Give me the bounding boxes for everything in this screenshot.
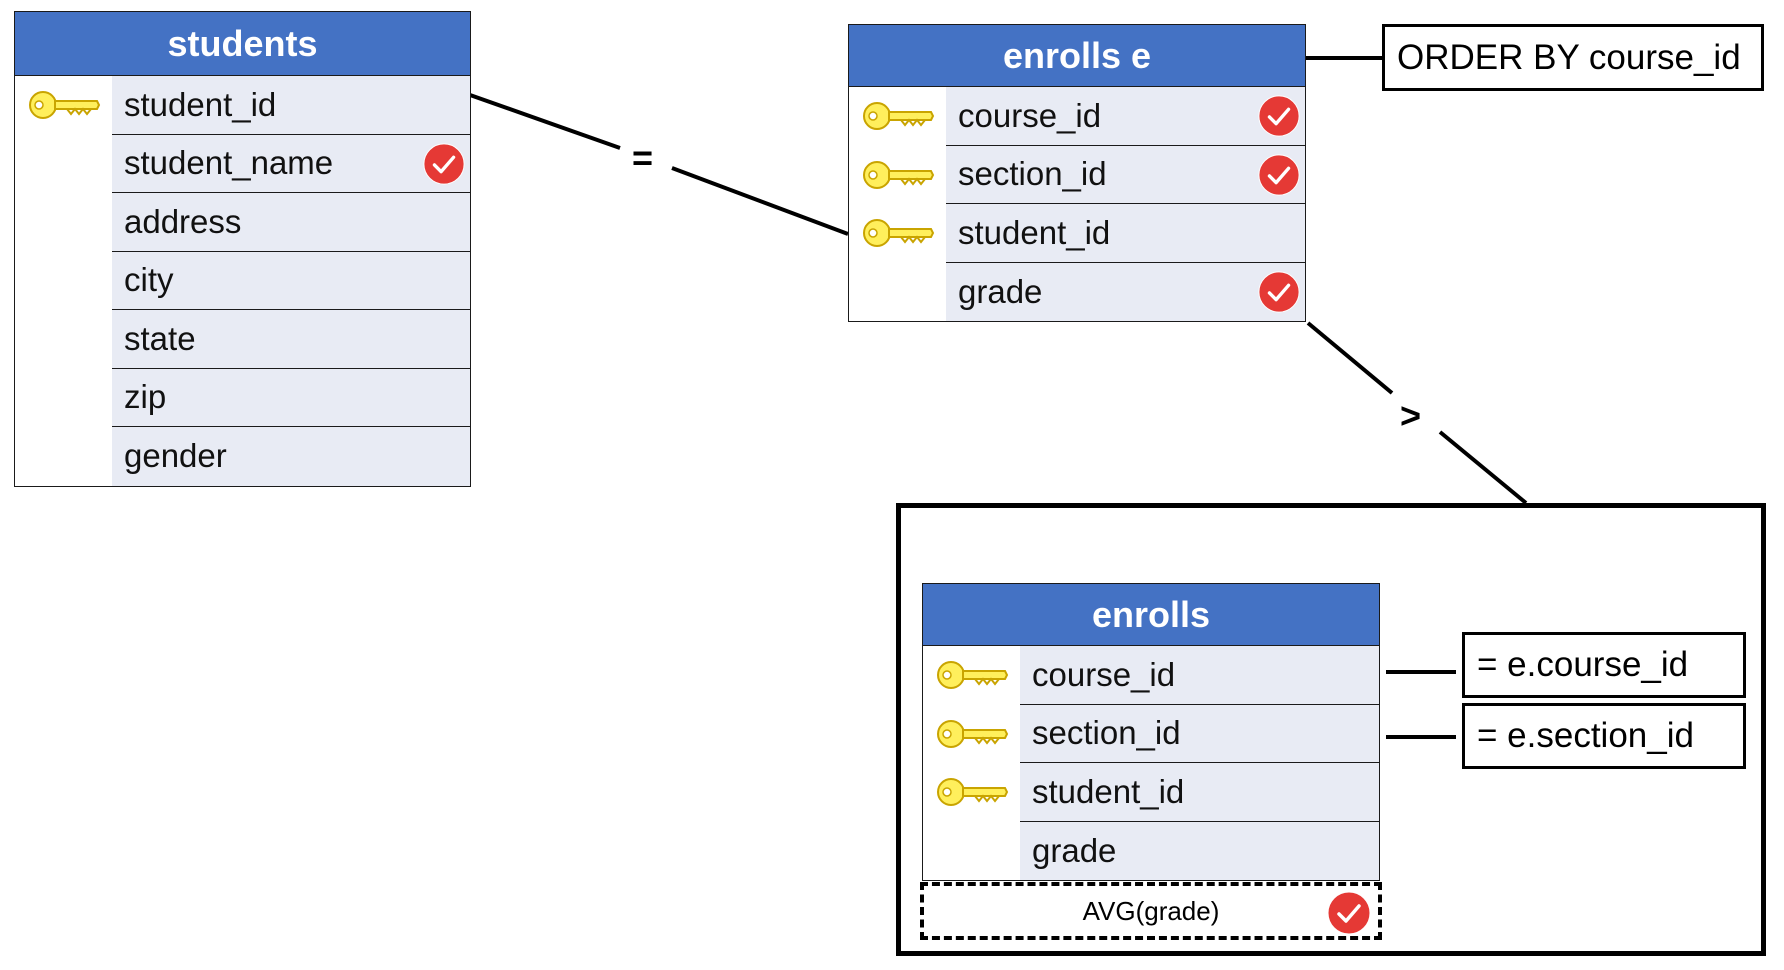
key-icon (861, 155, 935, 200)
field-name: student_name (124, 144, 334, 182)
aggregate-label: AVG(grade) (1082, 895, 1220, 926)
field-name: student_id (958, 213, 1111, 251)
field-name: grade (958, 272, 1043, 310)
table-body: student_id student_name address city state z… (15, 76, 470, 486)
check-circle-icon[interactable] (1257, 153, 1301, 202)
course-condition-text: = e.course_id (1477, 645, 1689, 684)
field-row[interactable]: student_id (946, 204, 1305, 263)
field-name: zip (124, 378, 167, 416)
field-row[interactable]: course_id (946, 87, 1305, 146)
course-condition-note: = e.course_id (1462, 632, 1746, 698)
field-row[interactable]: student_name (112, 134, 470, 193)
key-icon (27, 85, 101, 130)
field-name: state (124, 319, 196, 357)
field-name: course_id (958, 96, 1102, 134)
field-row[interactable]: section_id (1020, 704, 1379, 763)
field-name: section_id (958, 155, 1107, 193)
check-circle-icon[interactable] (1257, 94, 1301, 143)
enrolls-e-table[interactable]: enrolls e course_id section_id student_i… (848, 24, 1306, 322)
field-name: course_id (1032, 655, 1176, 693)
order-by-text: ORDER BY course_id (1397, 37, 1741, 77)
field-row[interactable]: section_id (946, 145, 1305, 204)
field-row[interactable]: course_id (1020, 646, 1379, 705)
field-row[interactable]: student_id (1020, 763, 1379, 822)
subquery-frame (896, 503, 1766, 956)
join-equals-label: = (628, 140, 658, 176)
field-row[interactable]: address (112, 193, 470, 252)
key-icon (861, 96, 935, 141)
field-name: city (124, 261, 174, 299)
students-table[interactable]: students student_id student_name address c… (14, 11, 471, 487)
field-row[interactable]: state (112, 310, 470, 369)
field-row[interactable]: grade (946, 262, 1305, 321)
field-name: student_id (1032, 772, 1185, 810)
check-circle-icon (1327, 891, 1371, 935)
field-name: student_id (124, 85, 277, 123)
section-condition-text: = e.section_id (1477, 716, 1694, 755)
field-name: address (124, 202, 242, 240)
field-name: section_id (1032, 714, 1181, 752)
field-name: gender (124, 437, 227, 475)
key-column (923, 646, 1021, 880)
check-circle-icon[interactable] (1257, 270, 1301, 319)
key-icon (935, 772, 1009, 817)
field-row[interactable]: gender (112, 427, 470, 486)
table-title: enrolls (923, 584, 1379, 646)
field-row[interactable]: student_id (112, 76, 470, 135)
field-row[interactable]: grade (1020, 821, 1379, 880)
key-column (849, 87, 947, 321)
table-title: students (15, 12, 470, 76)
check-circle-icon[interactable] (422, 142, 466, 191)
key-icon (861, 213, 935, 258)
field-row[interactable]: city (112, 251, 470, 310)
field-row[interactable]: zip (112, 368, 470, 427)
greater-than-label: > (1396, 398, 1426, 434)
table-title: enrolls e (849, 25, 1305, 87)
key-column (15, 76, 113, 486)
order-by-note: ORDER BY course_id (1382, 24, 1764, 91)
key-icon (935, 655, 1009, 700)
key-icon (935, 714, 1009, 759)
field-name: grade (1032, 831, 1117, 869)
aggregate-box[interactable]: AVG(grade) (920, 882, 1382, 940)
section-condition-note: = e.section_id (1462, 703, 1746, 769)
